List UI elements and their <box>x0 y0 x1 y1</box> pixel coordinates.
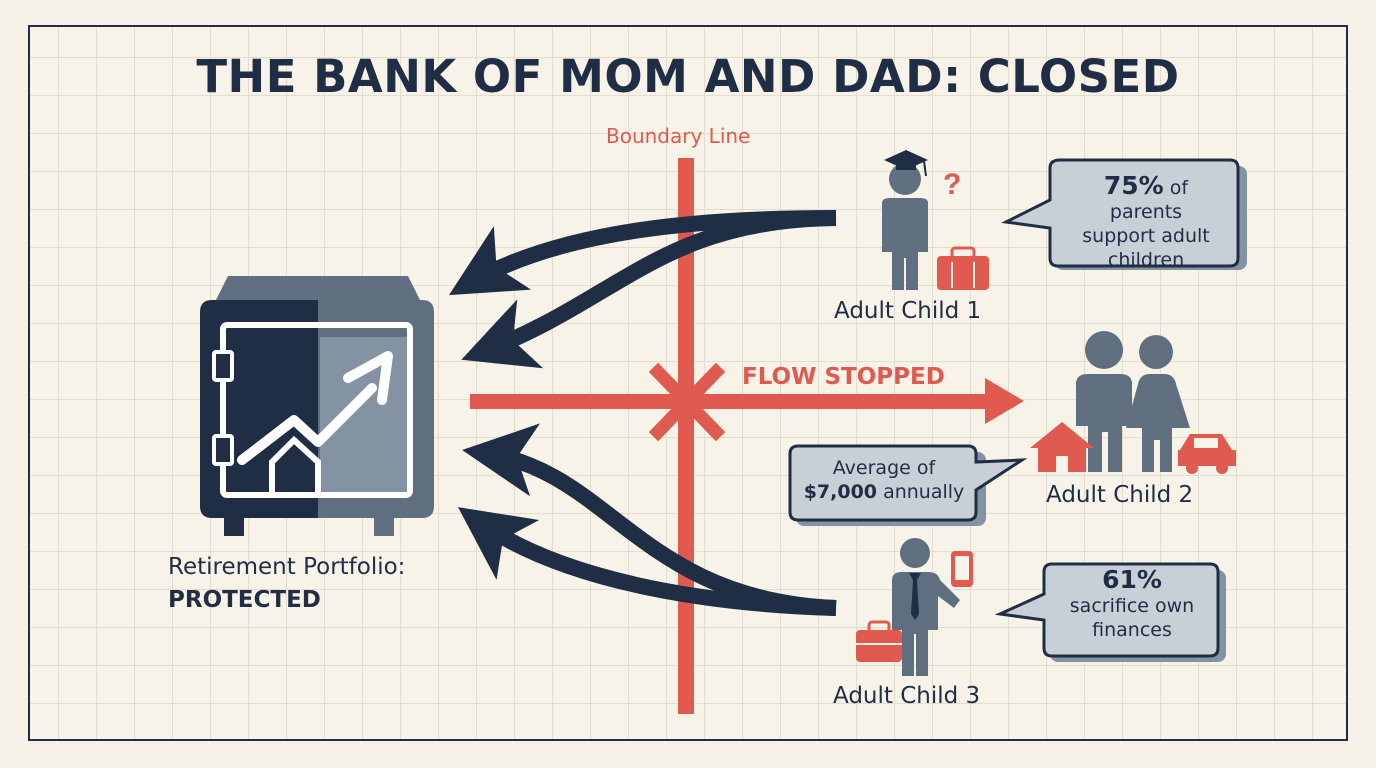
callout-1-rest: parents support adult children <box>1082 201 1210 271</box>
suitcase-icon <box>937 246 989 290</box>
callout-1-inline: of <box>1169 177 1189 199</box>
callout-3-rest: sacrifice own finances <box>1069 595 1195 641</box>
adult-child-1-figure: ? <box>882 150 989 290</box>
boundary-label: Boundary Line <box>606 124 751 148</box>
portfolio-label: Retirement Portfolio: <box>168 554 406 580</box>
adult-child-2-figure <box>1030 331 1236 474</box>
callout-bubble-2 <box>788 444 1028 526</box>
return-arrow-4 <box>458 507 837 616</box>
callout-bubble-1 <box>1000 158 1247 270</box>
flow-stopped-label: FLOW STOPPED <box>742 364 945 390</box>
callout-2-top: Average of <box>832 457 936 479</box>
callout-bubble-3 <box>994 562 1226 662</box>
callout-2-figure: $7,000 <box>803 481 878 503</box>
page-title: THE BANK OF MOM AND DAD: CLOSED <box>196 50 1180 103</box>
graduation-cap-icon <box>884 150 928 177</box>
return-arrow-2 <box>461 210 837 369</box>
safe-icon <box>200 276 434 536</box>
briefcase-icon <box>856 620 902 662</box>
callout-1-text: 75% of parents support adult children <box>1050 171 1242 272</box>
house-icon <box>1030 422 1094 472</box>
callout-2-inline: annually <box>883 481 965 503</box>
car-icon <box>1178 434 1236 474</box>
callout-3-text: 61% sacrifice own finances <box>1044 565 1220 642</box>
question-mark-icon: ? <box>943 168 961 201</box>
adult-child-3-figure <box>856 538 973 676</box>
portfolio-status: PROTECTED <box>168 587 321 613</box>
growth-arrow-icon <box>237 351 393 498</box>
cross-mark-icon <box>648 362 726 442</box>
phone-icon <box>951 551 973 587</box>
callout-2-text: Average of $7,000 annually <box>789 456 979 504</box>
adult-child-1-label: Adult Child 1 <box>834 298 982 324</box>
callout-3-figure: 61% <box>1102 565 1162 594</box>
flow-arrow <box>470 378 1024 424</box>
portfolio-caption: Retirement Portfolio: PROTECTED <box>168 551 405 617</box>
adult-child-2-label: Adult Child 2 <box>1046 482 1194 508</box>
callout-1-figure: 75% <box>1103 171 1164 200</box>
adult-child-3-label: Adult Child 3 <box>833 683 981 709</box>
